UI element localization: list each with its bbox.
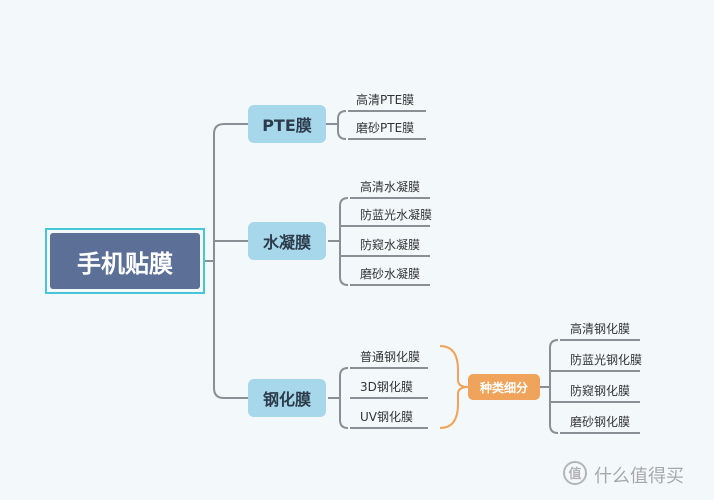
watermark: 值 什么值得买 [562,460,684,490]
branch-pte[interactable]: PTE膜 [248,105,326,143]
leaf-sort-antiblue[interactable]: 防蓝光钢化膜 [570,352,643,367]
leaf-hydrogel-matte[interactable]: 磨砂水凝膜 [360,266,421,281]
watermark-text: 什么值得买 [594,466,684,487]
root-branch-connector [213,123,248,399]
leaf-pte-hd[interactable]: 高清PTE膜 [356,92,415,107]
svg-text:值: 值 [568,466,581,482]
leaf-sort-matte[interactable]: 磨砂钢化膜 [570,414,631,429]
sort-brace [439,345,469,429]
leaf-hydrogel-hd[interactable]: 高清水凝膜 [360,179,421,194]
leaf-tempered-3d[interactable]: 3D钢化膜 [360,379,413,394]
pte-connector [326,110,426,140]
leaf-sort-privacy[interactable]: 防窥钢化膜 [570,383,631,398]
zhi-logo-icon: 值 [562,460,588,491]
leaf-hydrogel-antiblue[interactable]: 防蓝光水凝膜 [360,207,433,222]
branch-hydrogel[interactable]: 水凝膜 [248,222,326,260]
tempered-connector [328,367,428,429]
sort-node[interactable]: 种类细分 [468,374,540,400]
leaf-sort-hd[interactable]: 高清钢化膜 [570,321,631,336]
root-node[interactable]: 手机贴膜 [45,228,205,294]
branch-tempered[interactable]: 钢化膜 [248,379,326,417]
root-node-label: 手机贴膜 [50,233,200,289]
leaf-tempered-uv[interactable]: UV钢化膜 [360,409,413,424]
sort-connector [540,339,640,434]
leaf-hydrogel-privacy[interactable]: 防窥水凝膜 [360,237,421,252]
hydrogel-connector [328,197,430,286]
leaf-tempered-regular[interactable]: 普通钢化膜 [360,349,421,364]
leaf-pte-matte[interactable]: 磨砂PTE膜 [356,120,415,135]
